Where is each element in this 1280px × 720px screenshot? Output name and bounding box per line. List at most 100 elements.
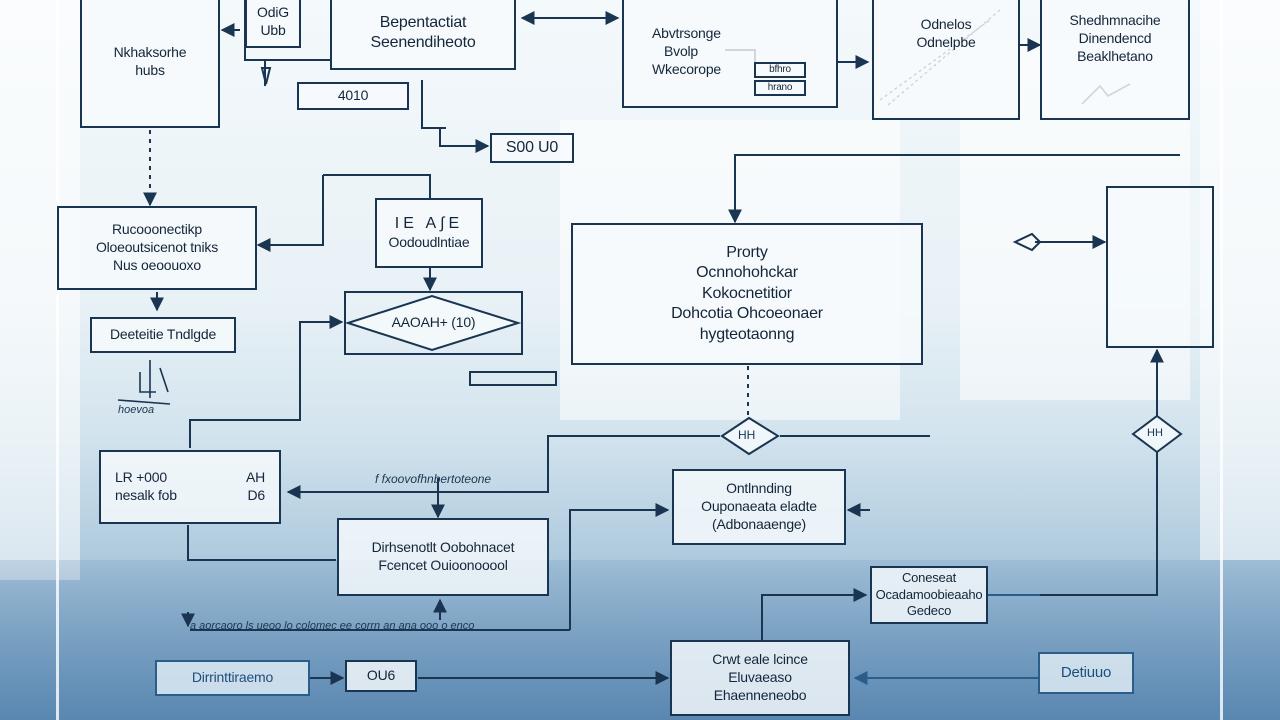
- node-text: Gedeco: [906, 603, 952, 619]
- left-big-box: LR +000 AH nesalk fob D6: [99, 450, 281, 524]
- node-text: hubs: [135, 62, 165, 78]
- connector: [256, 175, 324, 252]
- node-text: IE A∫E: [394, 214, 464, 232]
- row: nesalk fob D6: [115, 487, 265, 505]
- annotation-mid: f fxoovofhnbertoteone: [375, 472, 492, 486]
- mini-box-2: hrano: [754, 80, 806, 96]
- node-text: Odnelpbe: [916, 33, 976, 50]
- node-text: Dirrinttiraemo: [191, 669, 274, 686]
- node-text: Oodoudlntiae: [388, 234, 470, 251]
- center-lower-box: Dirhsenotlt Oobohnacet Fcencet Ouioonooo…: [337, 518, 549, 596]
- node-text: Wkecorope: [652, 60, 722, 77]
- bottom-ou6-box: OU6: [345, 660, 417, 692]
- connector: [187, 525, 336, 561]
- filter-box: IE A∫E Oodoudlntiae: [375, 198, 483, 268]
- node-text: hygteotaonng: [699, 325, 795, 343]
- node-text: Shedhmnacihe: [1069, 12, 1161, 28]
- node-text: Abvtrsonge: [652, 25, 721, 42]
- node-text: Ocnnohohckar: [696, 264, 798, 282]
- main-process-box: Prorty Ocnnohohckar Kokocnetitior Dohcot…: [571, 223, 923, 365]
- node-text: hrano: [767, 81, 793, 93]
- node-text: Ubb: [260, 22, 286, 38]
- node-text: Dohcotia Ohcoeonaer: [671, 305, 823, 323]
- mini-box-1: bfhro: [754, 62, 806, 78]
- connector: [761, 588, 868, 640]
- bottom-left-box: Dirrinttiraemo: [155, 660, 310, 696]
- connector: [260, 67, 272, 85]
- top-right-box-2: Shedhmnacihe Dinendencd Beaklhetano: [1040, 0, 1190, 120]
- node-text: Dirhsenotlt Oobohnacet: [371, 539, 515, 556]
- connector: [728, 154, 1180, 224]
- frame-line: [56, 0, 59, 720]
- annotation-sketch: hoevoa: [118, 404, 155, 416]
- node-text: bfhro: [769, 63, 791, 75]
- diamond-label-center: HH: [738, 428, 756, 442]
- node-text: Ontlnnding: [726, 480, 792, 497]
- node-text: Beaklhetano: [1077, 47, 1153, 64]
- label-box-s00: S00 U0: [490, 133, 574, 163]
- node-text: Ocadamoobieaaho: [875, 586, 983, 602]
- bottom-right-box: Detiuuo: [1038, 652, 1134, 694]
- node-text: Kokocnetitior: [702, 284, 792, 302]
- label-box-4010: 4010: [297, 82, 409, 110]
- node-text: (Adbonaaenge): [712, 515, 806, 532]
- connector: [1012, 232, 1042, 252]
- node-text: Seenendiheoto: [370, 34, 476, 51]
- top-right-box-1: Odnelos Odnelpbe: [872, 0, 1020, 120]
- node-text: Deeteitie Tndlgde: [109, 326, 217, 343]
- connector: [189, 315, 344, 448]
- node-text: Prorty: [726, 243, 768, 261]
- node-text: Rucooonectikp: [111, 221, 202, 238]
- node-text: Nkhaksorhe: [113, 44, 187, 61]
- top-left-box: Nkhaksorhe hubs: [80, 0, 220, 128]
- connector: [421, 80, 490, 153]
- node-text: Bvolp: [664, 43, 699, 60]
- node-text: D6: [247, 487, 266, 503]
- node-text: Odnelos: [920, 16, 972, 32]
- node-text: Fcencet Ouioonooool: [378, 557, 508, 573]
- connector: [988, 451, 1158, 596]
- connector: [469, 371, 557, 386]
- node-text: Dinendencd: [1078, 29, 1152, 46]
- window-panel: [0, 0, 80, 580]
- connector: [569, 503, 670, 630]
- connector: [286, 435, 720, 499]
- right-tall-box: [1106, 186, 1214, 348]
- decision-diamond-right: [1131, 414, 1183, 454]
- node-text: 4010: [337, 87, 369, 104]
- decision-diamond-left: [344, 294, 522, 352]
- top-right-center-box: Abvtrsonge Bvolp Wkecorope: [622, 0, 838, 108]
- node-text: Nus oeoouoxo: [113, 256, 201, 273]
- sketch-mark: [117, 360, 171, 405]
- frame-line: [1220, 0, 1223, 720]
- decision-diamond-center: [720, 416, 780, 456]
- annotation-bottom: a aorcaoro ls ueoo lo colomec ee corrn a…: [190, 620, 475, 632]
- node-text: Oloeoutsicenot tniks: [95, 239, 219, 256]
- top-center-box: Bepentactiat Seenendiheoto: [330, 0, 516, 70]
- diamond-label-right: HH: [1147, 427, 1163, 439]
- node-text: Ehaenneneobo: [713, 686, 807, 703]
- node-text: OdiG: [257, 4, 289, 21]
- left-mid-box: Rucooonectikp Oloeoutsicenot tniks Nus o…: [57, 206, 257, 290]
- node-text: Coneseat: [901, 570, 957, 586]
- node-text: Bepentactiat: [379, 13, 467, 31]
- node-text: Ouponaeata eladte: [701, 498, 817, 515]
- node-text: Detiuuo: [1060, 664, 1112, 682]
- right-mid-box: Ontlnnding Ouponaeata eladte (Adbonaaeng…: [672, 469, 846, 545]
- decision-left-box: AAOAH+ (10): [344, 291, 523, 355]
- node-text: AAOAH+ (10): [391, 314, 476, 331]
- node-text: S00 U0: [505, 138, 559, 156]
- node-text: LR +000: [115, 469, 167, 486]
- right-small-box: Coneseat Ocadamoobieaaho Gedeco: [870, 566, 988, 624]
- connector: [323, 174, 431, 198]
- node-text: nesalk fob: [115, 487, 177, 503]
- node-text: Crwt eale lcince: [712, 651, 808, 668]
- node-text: OU6: [366, 667, 396, 684]
- node-text: Eluvaeaso: [728, 669, 792, 686]
- left-label-box: Deeteitie Tndlgde: [90, 317, 236, 353]
- bottom-center-box: Crwt eale lcince Eluvaeaso Ehaenneneobo: [670, 640, 850, 716]
- top-small-box: OdiG Ubb: [245, 0, 301, 48]
- row: LR +000 AH: [115, 469, 265, 487]
- node-text: AH: [245, 469, 265, 486]
